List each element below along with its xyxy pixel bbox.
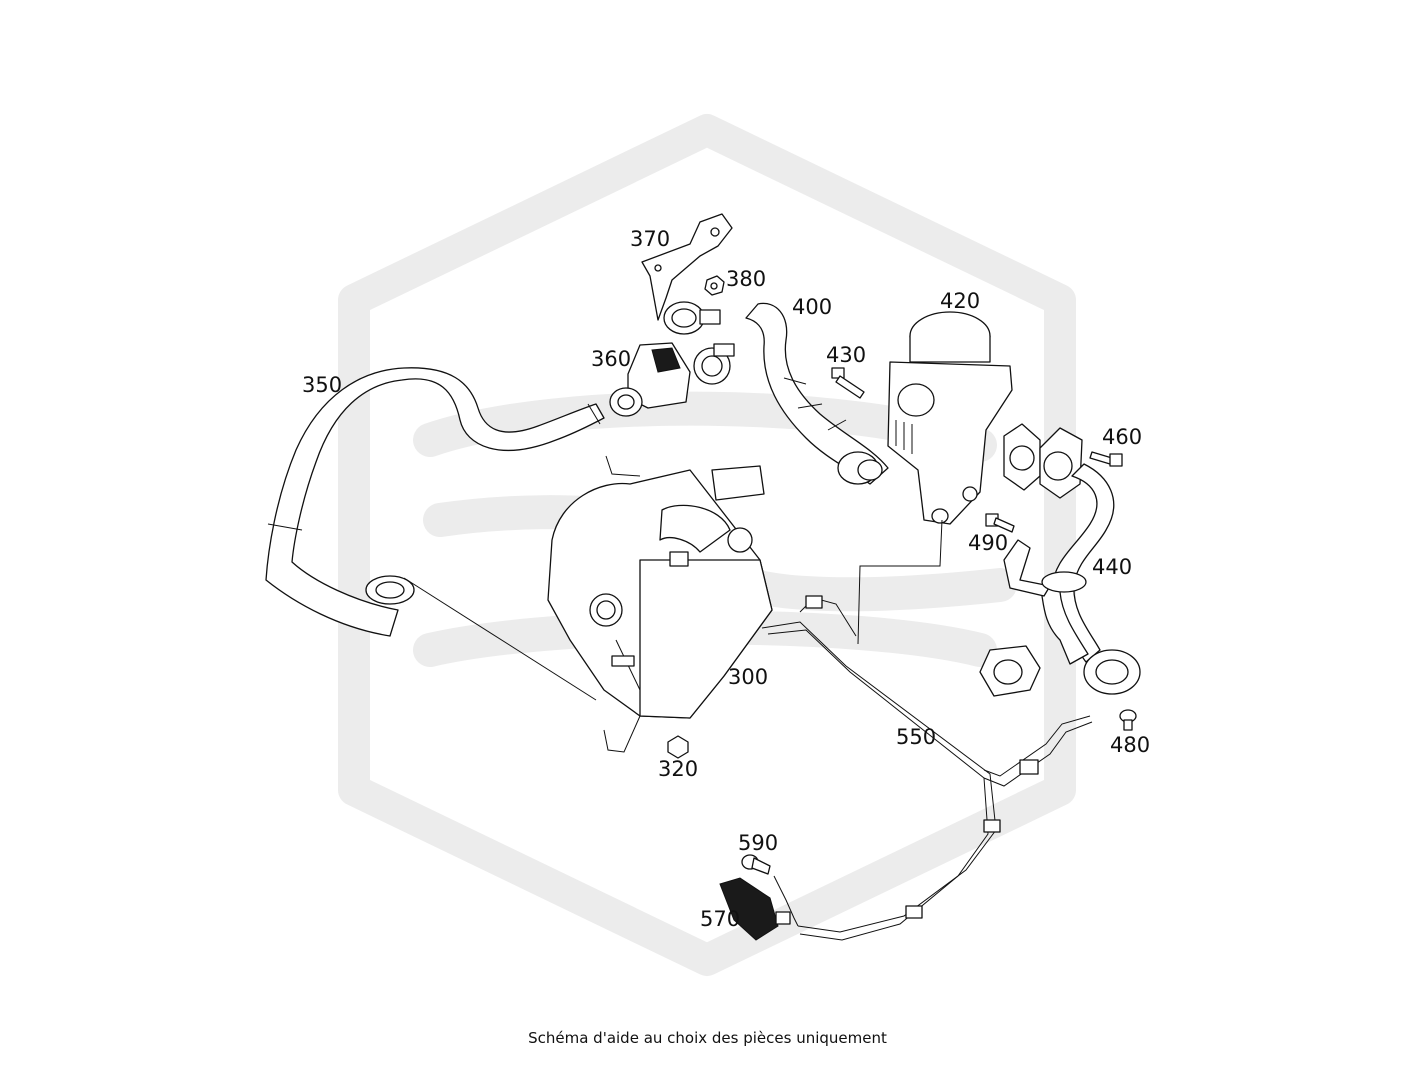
label-430: 430 [826,343,866,367]
part-350-hose[interactable] [265,367,605,637]
part-400-hose[interactable] [745,302,889,485]
part-370-bracket[interactable] [641,213,733,321]
label-400: 400 [792,295,832,319]
label-380: 380 [726,267,766,291]
label-350: 350 [302,373,342,397]
label-490: 490 [968,531,1008,555]
part-550-vacuum-line[interactable] [761,519,1093,941]
part-590-plug[interactable] [741,854,771,875]
gaskets[interactable] [979,423,1083,697]
part-490-bolt[interactable] [985,513,1015,533]
hose-clamps[interactable] [663,301,735,385]
label-550: 550 [896,725,936,749]
part-number-labels: 300 320 350 360 370 380 400 420 430 440 … [302,227,1150,931]
label-460: 460 [1102,425,1142,449]
part-440-pipe[interactable] [1003,463,1141,695]
label-370: 370 [630,227,670,251]
label-590: 590 [738,831,778,855]
label-420: 420 [940,289,980,313]
part-380-nut[interactable] [704,275,725,296]
label-570: 570 [700,907,740,931]
diagram-caption: Schéma d'aide au choix des pièces unique… [528,1029,887,1047]
label-480: 480 [1110,733,1150,757]
part-480-screw[interactable] [1119,709,1137,731]
part-320-nut[interactable] [667,735,689,759]
label-440: 440 [1092,555,1132,579]
leader-line [403,577,597,701]
part-420-egr-valve[interactable] [887,311,1013,525]
label-300: 300 [728,665,768,689]
part-570-solenoid[interactable] [719,875,799,941]
label-320: 320 [658,757,698,781]
label-360: 360 [591,347,631,371]
part-300-egr-cooler[interactable] [547,455,773,753]
part-430-bolt[interactable] [831,367,865,399]
part-360-valve[interactable] [609,342,691,417]
part-460-bolt[interactable] [1089,451,1123,467]
